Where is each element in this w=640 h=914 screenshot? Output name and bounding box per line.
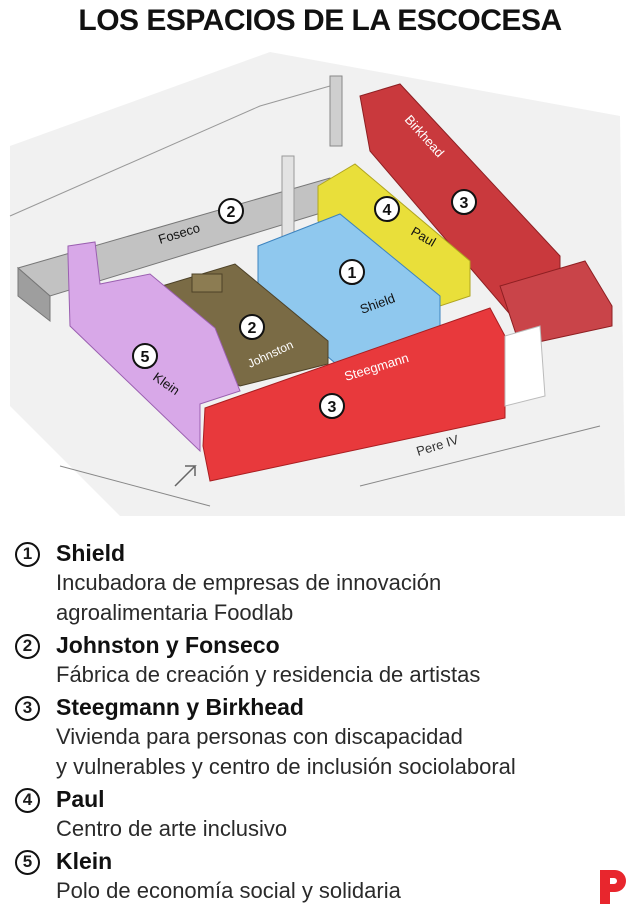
svg-text:5: 5 [141,349,150,366]
legend-item-5: 5 Klein Polo de economía social y solida… [12,846,632,906]
legend-name: Steegmann y Birkhead [56,694,304,720]
north-arrow [174,465,197,487]
building-foseco-side [17,266,51,323]
legend-desc-line: y vulnerables y centro de inclusión soci… [56,754,516,779]
legend-item-1: 1 Shield Incubadora de empresas de innov… [12,538,632,628]
legend-desc-line: Vivienda para personas con discapacidad [56,724,463,749]
legend-name: Klein [56,848,113,874]
number-badge-1: 1 [15,542,40,567]
page-title: LOS ESPACIOS DE LA ESCOCESA [78,4,562,37]
svg-text:2: 2 [227,204,236,221]
periodico-logo-p-icon [600,870,626,904]
legend-desc-line: Centro de arte inclusivo [56,816,288,841]
legend-desc-line: Fábrica de creación y residencia de arti… [56,662,481,687]
legend-item-4: 4 Paul Centro de arte inclusivo [12,784,632,844]
johnston-roof-box [191,273,223,293]
building-paul [317,163,471,307]
legend-desc-line: Polo de economía social y solidaria [56,878,401,903]
site-map: Foseco Birkhead Paul Shield Johnston Kle… [9,52,625,516]
number-badge-3: 3 [15,696,40,721]
building-steegmann [202,307,506,482]
svg-text:3: 3 [328,399,337,416]
svg-text:1: 1 [348,265,357,282]
marker-4: 4 [374,196,400,222]
chimney-1 [329,75,343,147]
street-line [59,465,211,507]
svg-text:4: 4 [383,202,392,219]
legend-desc-line: Incubadora de empresas de innovación [56,570,442,595]
white-block [504,325,546,407]
marker-1: 1 [339,259,365,285]
legend-item-3: 3 Steegmann y Birkhead Vivienda para per… [12,692,632,782]
legend-desc-line: agroalimentaria Foodlab [56,600,294,625]
marker-5: 5 [132,343,158,369]
marker-3-steegmann: 3 [319,393,345,419]
number-badge-2: 2 [15,634,40,659]
svg-text:3: 3 [460,195,469,212]
street-line-2 [359,425,601,487]
legend: 1 Shield Incubadora de empresas de innov… [12,538,632,908]
number-badge-5: 5 [15,850,40,875]
marker-2-foseco: 2 [218,198,244,224]
legend-name: Paul [56,786,105,812]
legend-name: Shield [56,540,126,566]
svg-text:2: 2 [248,320,257,337]
legend-item-2: 2 Johnston y Fonseco Fábrica de creación… [12,630,632,690]
legend-name: Johnston y Fonseco [56,632,280,658]
site-lines [9,85,331,217]
number-badge-4: 4 [15,788,40,813]
marker-2-johnston: 2 [239,314,265,340]
marker-3-birkhead: 3 [451,189,477,215]
building-klein [67,241,241,453]
